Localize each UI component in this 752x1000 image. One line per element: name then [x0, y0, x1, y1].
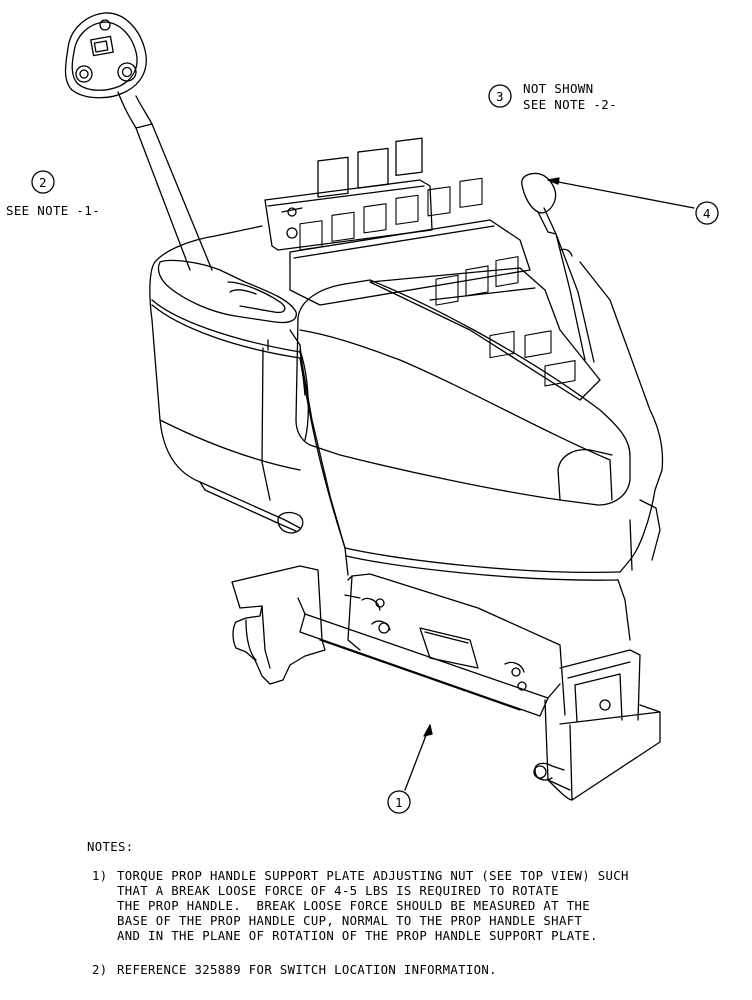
- console-housing: [149, 225, 664, 641]
- throttle-lever: [521, 172, 595, 363]
- callout-balloon-2: [31, 170, 55, 194]
- note-1-line-3: THE PROP HANDLE. BREAK LOOSE FORCE SHOUL…: [117, 899, 590, 913]
- switch-panel-middle: [289, 177, 531, 306]
- note-1-line-1: TORQUE PROP HANDLE SUPPORT PLATE ADJUSTI…: [117, 869, 629, 883]
- callout-balloon-3: [488, 84, 512, 108]
- notes-heading: NOTES:: [87, 840, 134, 854]
- note-1-number: 1): [92, 869, 108, 883]
- callout-3-not-shown: NOT SHOWN: [523, 81, 594, 96]
- callout-4-leader: [547, 177, 695, 209]
- callout-number-1: 1: [395, 795, 403, 810]
- note-1-line-5: AND IN THE PLANE OF ROTATION OF THE PROP…: [117, 929, 598, 943]
- callout-number-2: 2: [39, 175, 47, 190]
- switch-panel-front: [369, 256, 601, 401]
- callout-balloon-4: [695, 201, 719, 225]
- callout-1-leader: [404, 724, 433, 791]
- callout-number-3: 3: [496, 89, 504, 104]
- callout-3-note-reference: SEE NOTE -2-: [523, 97, 617, 112]
- support-plate-bracket: [231, 565, 661, 801]
- callout-balloon-1: [387, 790, 411, 814]
- callout-2-note-reference: SEE NOTE -1-: [6, 203, 100, 218]
- note-1-line-2: THAT A BREAK LOOSE FORCE OF 4-5 LBS IS R…: [117, 884, 559, 898]
- callout-number-4: 4: [703, 206, 711, 221]
- note-1-line-4: BASE OF THE PROP HANDLE CUP, NORMAL TO T…: [117, 914, 583, 928]
- prop-handle: [64, 12, 297, 324]
- switch-panel-rear: [264, 137, 433, 251]
- note-2-line-1: REFERENCE 325889 FOR SWITCH LOCATION INF…: [117, 963, 497, 977]
- note-2-number: 2): [92, 963, 108, 977]
